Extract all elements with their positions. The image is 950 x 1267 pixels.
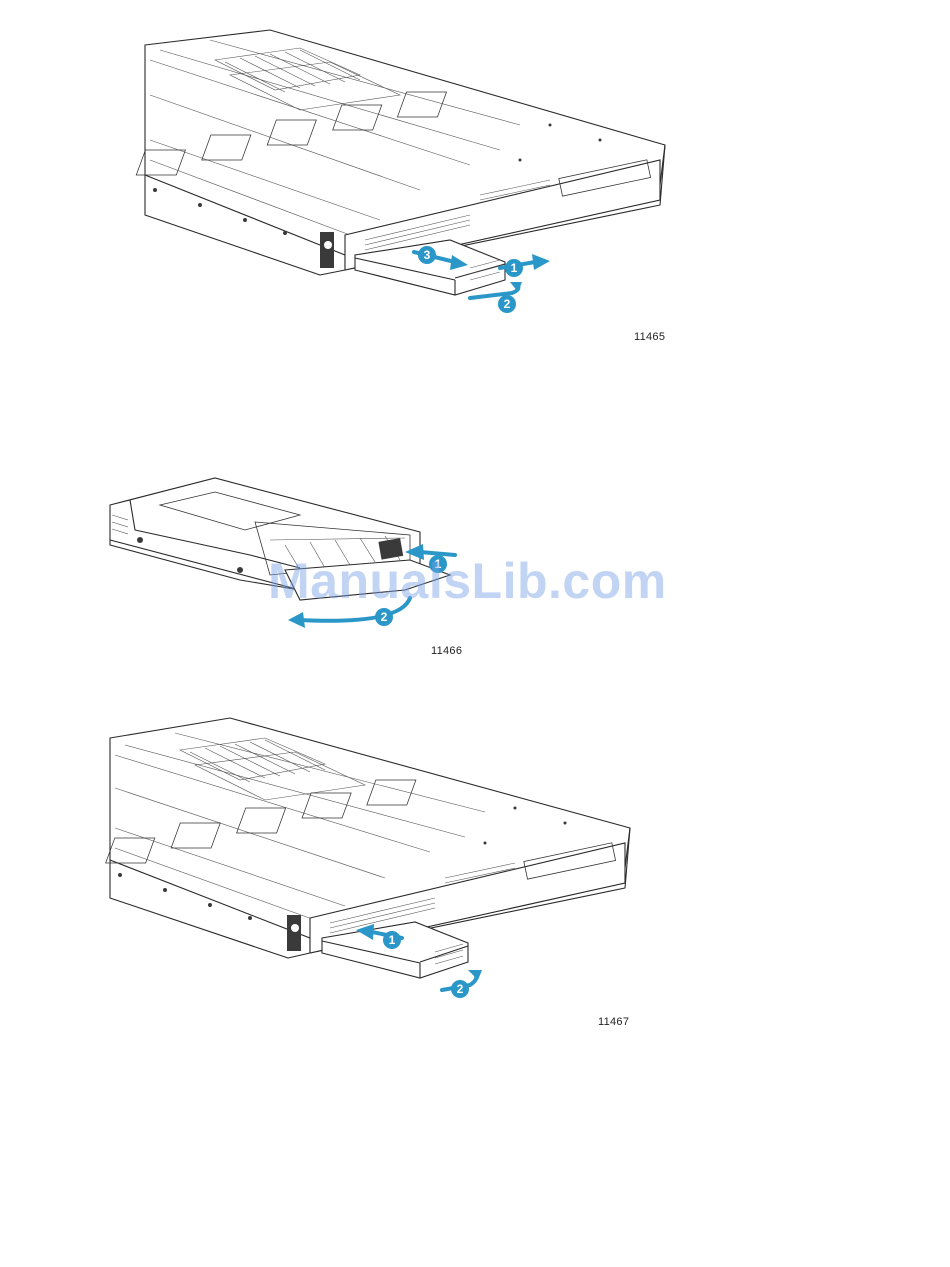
figure-id-label: 11465 (634, 331, 665, 343)
callout-step-label: 3 (424, 248, 431, 262)
callout-step-label: 1 (389, 933, 396, 947)
callout-step-label: 2 (457, 982, 464, 996)
figure-remove-drive: 3 1 2 11465 (0, 0, 950, 360)
watermark-text: ManualsLib.com (268, 552, 667, 610)
server-illustration-1: 3 1 2 (0, 0, 950, 360)
figure-install-drive: 1 2 11467 (0, 700, 950, 1040)
callout-step-label: 1 (511, 261, 518, 275)
server-illustration-2: 1 2 (0, 700, 950, 1040)
figure-id-label: 11466 (431, 645, 462, 657)
callout-step-label: 2 (504, 297, 511, 311)
figure-id-label: 11467 (598, 1016, 629, 1028)
callout-step-label: 2 (381, 610, 388, 624)
